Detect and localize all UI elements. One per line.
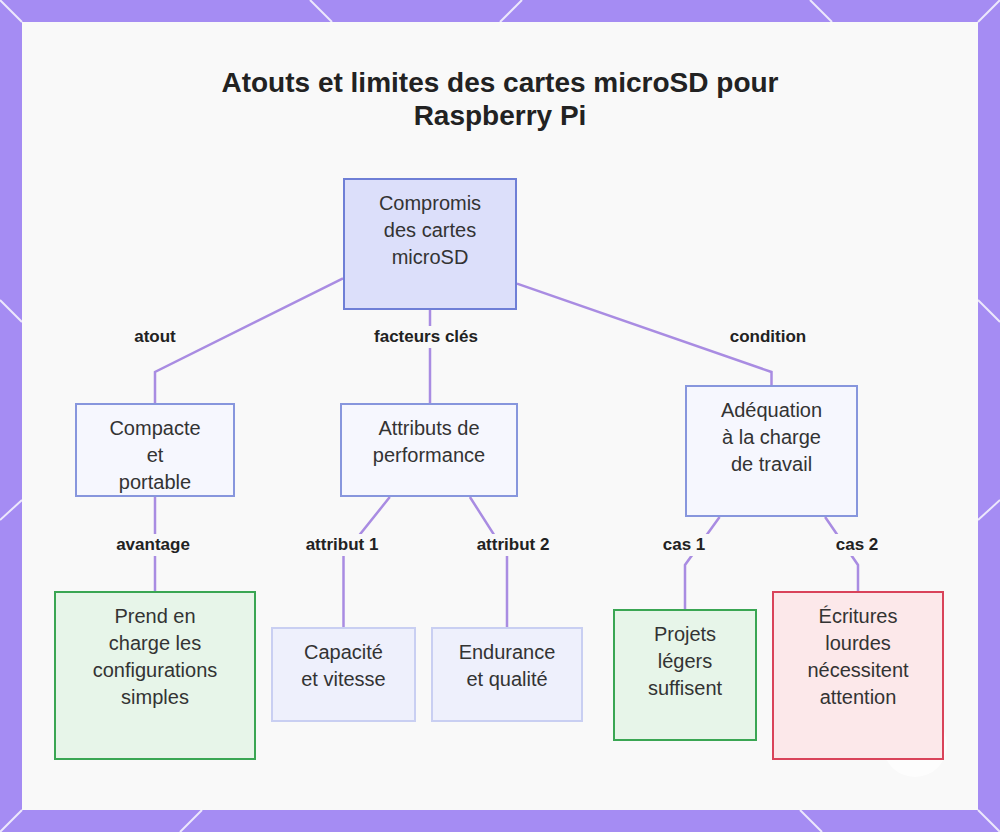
connector-line [470, 497, 507, 627]
edge-label: avantage [112, 534, 194, 556]
node-label: Adéquation à la charge de travail [717, 397, 826, 478]
edge-label: attribut 1 [302, 534, 383, 556]
attribute-box: Endurance et qualité [431, 627, 583, 722]
connector-line [685, 517, 720, 609]
positive-box: Prend en charge les configurations simpl… [54, 591, 256, 760]
node-label: Prend en charge les configurations simpl… [86, 603, 224, 711]
edge-label: cas 2 [832, 534, 883, 556]
node-label: Compromis des cartes microSD [375, 190, 485, 271]
node-label: Compacte et portable [109, 415, 200, 496]
node-label: Attributs de performance [362, 415, 496, 469]
positive-box: Projets légers suffisent [613, 609, 757, 741]
connector-line [429, 310, 432, 403]
node-label: Écritures lourdes nécessitent attention [794, 603, 922, 711]
category-box: Adéquation à la charge de travail [685, 385, 858, 517]
category-box: Compacte et portable [75, 403, 235, 497]
edge-label: cas 1 [659, 534, 710, 556]
node-label: Projets légers suffisent [635, 621, 735, 702]
title-wrap: Atouts et limites des cartes microSD pou… [0, 66, 1000, 132]
connector-line [344, 497, 390, 627]
root-box: Compromis des cartes microSD [343, 178, 517, 310]
connector-line [155, 278, 343, 403]
diagram-title: Atouts et limites des cartes microSD pou… [205, 66, 795, 132]
edge-label: facteurs clés [370, 326, 482, 348]
edge-label: attribut 2 [473, 534, 554, 556]
warning-box: Écritures lourdes nécessitent attention [772, 591, 944, 760]
node-label: Endurance et qualité [459, 639, 556, 693]
node-label: Capacité et vitesse [300, 639, 387, 693]
edge-label: atout [130, 326, 180, 348]
edge-label: condition [726, 326, 810, 348]
attribute-box: Capacité et vitesse [271, 627, 416, 722]
category-box: Attributs de performance [340, 403, 518, 497]
